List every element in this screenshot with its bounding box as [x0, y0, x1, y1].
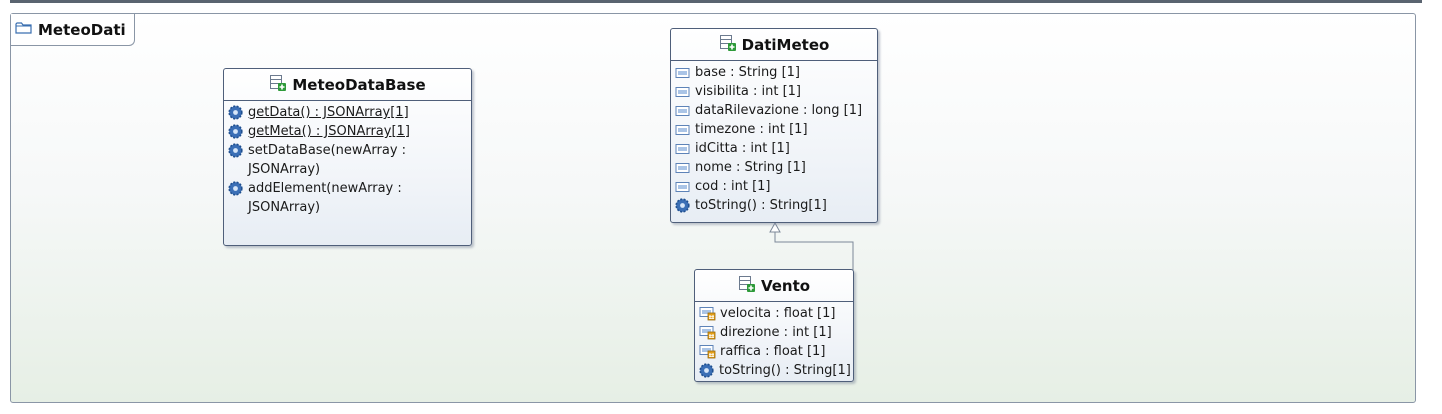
attribute-row[interactable]: base : String [1] [675, 63, 877, 82]
attribute-row[interactable]: timezone : int [1] [675, 120, 877, 139]
attribute-row[interactable]: idCitta : int [1] [675, 139, 877, 158]
member-label: getData() : JSONArray[1] [248, 105, 409, 120]
member-label: timezone : int [1] [695, 122, 808, 137]
attribute-row[interactable]: velocita : float [1] [699, 304, 853, 323]
attribute-icon [675, 63, 691, 82]
class-header: MeteoDataBase [224, 69, 471, 101]
attribute-icon [675, 139, 691, 158]
operation-icon [228, 103, 244, 122]
operation-row[interactable]: toString() : String[1] [699, 361, 853, 380]
operation-row[interactable]: getMeta() : JSONArray[1] [228, 122, 471, 141]
member-list: base : String [1] visibilita : int [1] dat… [671, 61, 877, 215]
member-label: idCitta : int [1] [695, 141, 790, 156]
class-vento[interactable]: Vento velocita : float [1] direzione : in… [694, 269, 854, 382]
member-label: velocita : float [1] [720, 306, 836, 321]
attribute-icon [675, 82, 691, 101]
operation-row[interactable]: setDataBase(newArray : JSONArray) [228, 141, 471, 179]
operation-row[interactable]: getData() : JSONArray[1] [228, 103, 471, 122]
attribute-icon [675, 120, 691, 139]
member-label: addElement(newArray : JSONArray) [248, 181, 402, 215]
attribute-row[interactable]: nome : String [1] [675, 158, 877, 177]
operation-icon [228, 179, 244, 198]
class-header: Vento [695, 270, 853, 302]
operation-icon [228, 122, 244, 141]
attribute-row[interactable]: cod : int [1] [675, 177, 877, 196]
attribute-row[interactable]: visibilita : int [1] [675, 82, 877, 101]
member-label: cod : int [1] [695, 179, 771, 194]
attribute-row[interactable]: dataRilevazione : long [1] [675, 101, 877, 120]
package-name: MeteoDati [38, 20, 126, 39]
operation-icon [228, 141, 244, 160]
member-label: setDataBase(newArray : JSONArray) [248, 143, 407, 177]
member-list: getData() : JSONArray[1] getMeta() : JSON… [224, 101, 471, 217]
member-label: toString() : String[1] [695, 198, 827, 213]
package-tab[interactable]: MeteoDati [11, 14, 135, 46]
protected-attribute-icon [699, 304, 716, 323]
class-icon [269, 74, 287, 96]
member-label: nome : String [1] [695, 160, 806, 175]
class-name: DatiMeteo [741, 35, 830, 54]
protected-attribute-icon [699, 342, 716, 361]
member-label: base : String [1] [695, 65, 800, 80]
top-divider [10, 0, 1422, 3]
attribute-icon [675, 101, 691, 120]
member-label: toString() : String[1] [719, 363, 851, 378]
class-icon [738, 275, 756, 297]
class-datimeteo[interactable]: DatiMeteo base : String [1] visibilita : … [670, 28, 878, 223]
class-meteodatabase[interactable]: MeteoDataBase getData() : JSONArray[1]ge… [223, 68, 472, 246]
member-label: getMeta() : JSONArray[1] [248, 124, 410, 139]
member-label: raffica : float [1] [720, 344, 826, 359]
attribute-icon [675, 158, 691, 177]
member-list: velocita : float [1] direzione : int [1] r… [695, 302, 853, 380]
attribute-row[interactable]: direzione : int [1] [699, 323, 853, 342]
operation-row[interactable]: toString() : String[1] [675, 196, 877, 215]
operation-row[interactable]: addElement(newArray : JSONArray) [228, 179, 471, 217]
protected-attribute-icon [699, 323, 716, 342]
operation-icon [699, 361, 715, 380]
class-name: Vento [760, 276, 811, 295]
class-header: DatiMeteo [671, 29, 877, 61]
attribute-row[interactable]: raffica : float [1] [699, 342, 853, 361]
class-icon [719, 34, 737, 56]
member-label: direzione : int [1] [720, 325, 832, 340]
class-name: MeteoDataBase [292, 75, 426, 94]
attribute-icon [675, 177, 691, 196]
member-label: dataRilevazione : long [1] [695, 103, 863, 118]
operation-icon [675, 196, 691, 215]
folder-icon [15, 20, 33, 39]
member-label: visibilita : int [1] [695, 84, 801, 99]
